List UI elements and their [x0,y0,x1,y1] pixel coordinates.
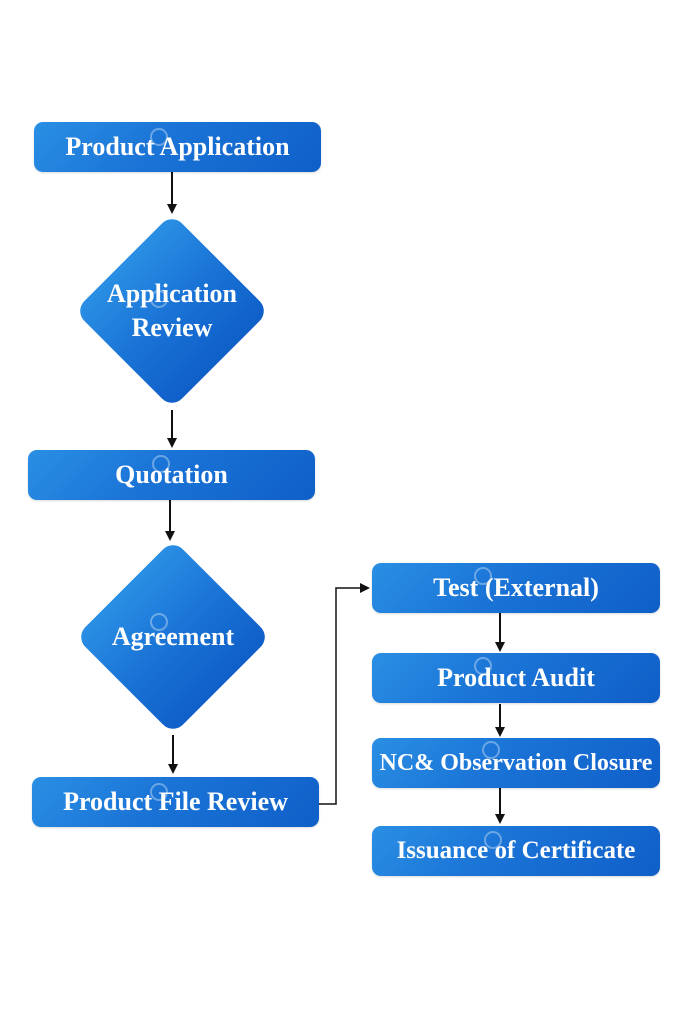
node-product-file-review: Product File Review [32,777,319,827]
node-nc-observation-closure-label: NC& Observation Closure [379,749,653,776]
node-test-external-label: Test (External) [433,573,599,602]
node-product-application: Product Application [34,122,321,172]
node-quotation-label: Quotation [115,460,228,489]
node-quotation: Quotation [28,450,315,500]
decision-agreement-label: Agreement [111,622,235,651]
watermark-globe-icon [150,290,168,308]
decision-application-review-label-line1: Application [106,279,238,308]
watermark-globe-icon [474,657,492,675]
node-nc-observation-closure: NC& Observation Closure [372,738,660,788]
watermark-globe-icon [474,567,492,585]
decision-application-review: Application Review [74,212,270,410]
node-test-external: Test (External) [372,563,660,613]
decision-application-review-label-line2: Review [131,313,213,342]
watermark-globe-icon [150,613,168,631]
node-product-audit-label: Product Audit [437,663,595,692]
watermark-globe-icon [150,128,168,146]
watermark-globe-icon [482,741,500,759]
watermark-globe-icon [150,783,168,801]
node-issuance-of-certificate-label: Issuance of Certificate [396,837,636,864]
watermark-globe-icon [152,455,170,473]
node-product-application-label: Product Application [65,132,290,161]
watermark-globe-icon [484,831,502,849]
arrow-file-review-to-test [319,583,370,805]
node-product-audit: Product Audit [372,653,660,703]
node-product-file-review-label: Product File Review [63,787,288,816]
decision-agreement: Agreement [75,539,271,735]
node-issuance-of-certificate: Issuance of Certificate [372,826,660,876]
